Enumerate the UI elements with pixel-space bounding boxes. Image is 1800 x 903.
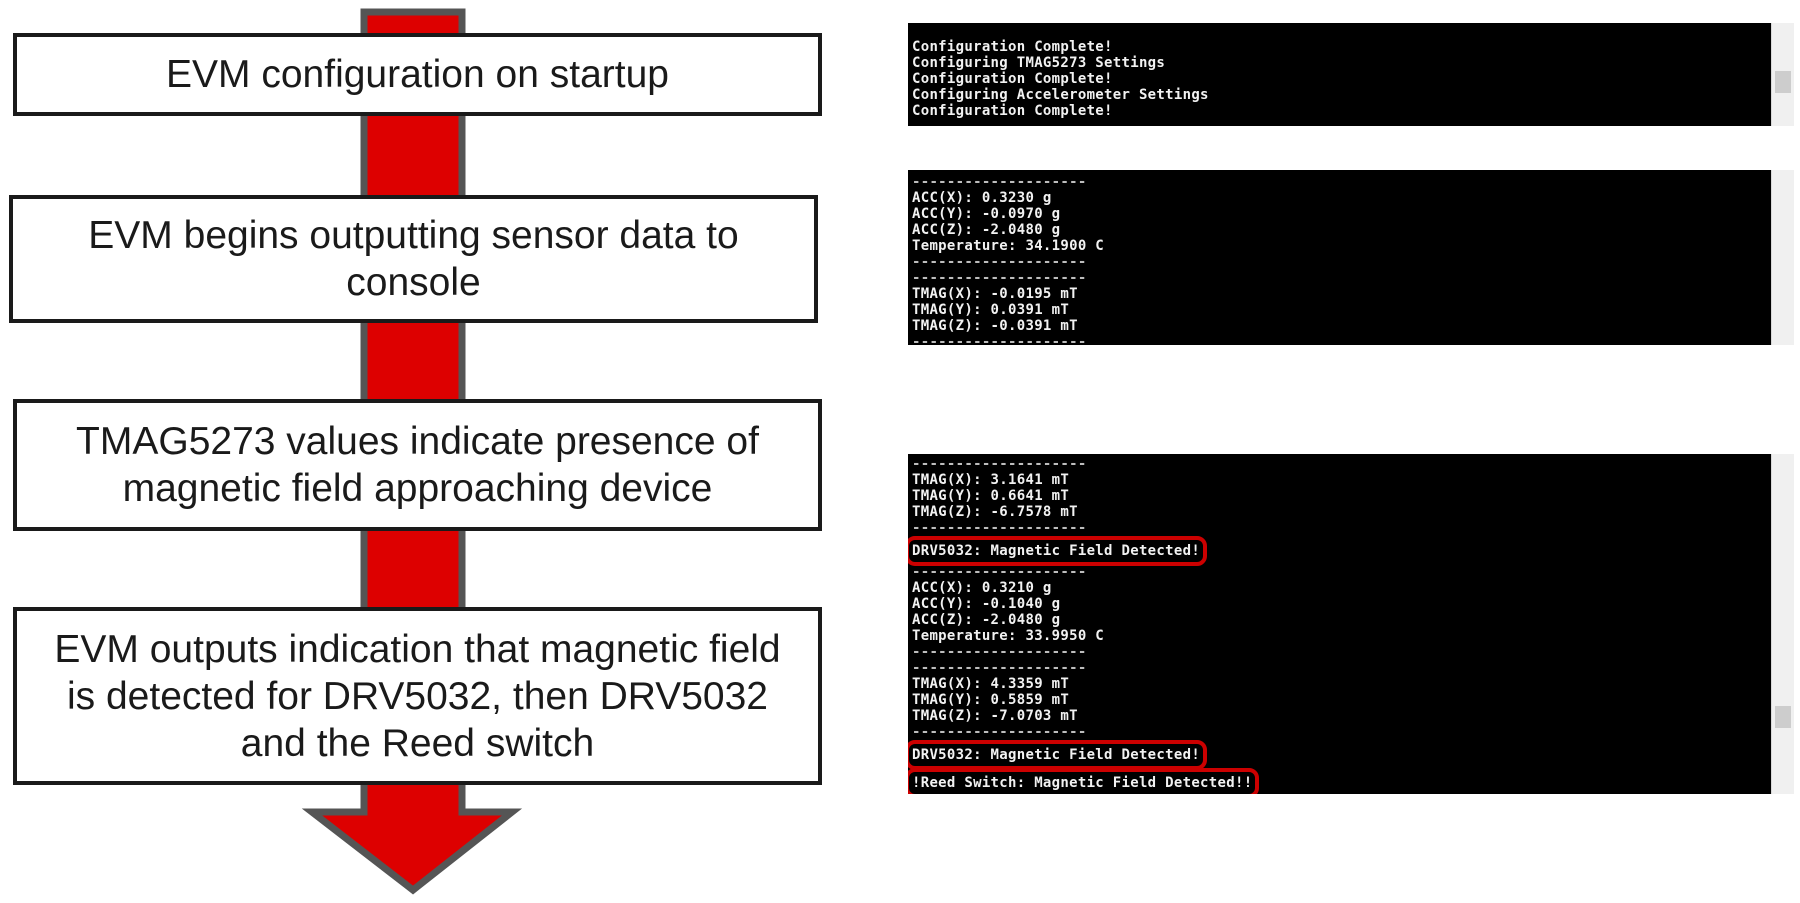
console-line: Configuration Complete! [912,71,1113,87]
console-line: TMAG(Y): 0.0391 mT [912,302,1070,318]
console-window-config: Configuration Complete! Configuring TMAG… [908,23,1794,126]
console-separator: -------------------- [912,660,1087,676]
console-window-sensor-data: -------------------- ACC(X): 0.3230 g AC… [908,170,1794,345]
console-line: TMAG(Z): -0.0391 mT [912,318,1078,334]
console-separator: -------------------- [912,564,1087,580]
console-line: ACC(Z): -2.0480 g [912,612,1061,628]
scrollbar-thumb[interactable] [1775,706,1791,728]
step-box-detection-indication: EVM outputs indication that magnetic fie… [13,607,822,785]
console-line: Configuring TMAG5273 Settings [912,55,1166,71]
console-separator: -------------------- [912,644,1087,660]
console-line: TMAG(Y): 0.6641 mT [912,488,1070,504]
console-line: TMAG(X): -0.0195 mT [912,286,1078,302]
reed-switch-alert-highlight: !Reed Switch: Magnetic Field Detected!! [908,768,1260,794]
console-line: Temperature: 34.1900 C [912,238,1105,254]
console-line: ACC(Y): -0.0970 g [912,206,1061,222]
console-separator: -------------------- [912,174,1087,190]
console-highlight-row: !Reed Switch: Magnetic Field Detected!! [908,768,1794,794]
step-box-output-sensor-data: EVM begins outputting sensor data to con… [9,195,818,323]
console-window-detection: -------------------- TMAG(X): 3.1641 mT … [908,454,1794,794]
step-box-config-startup: EVM configuration on startup [13,33,822,116]
console-line: Temperature: 33.9950 C [912,628,1105,644]
console-line: ACC(X): 0.3210 g [912,580,1052,596]
console-separator: -------------------- [912,254,1087,270]
console-separator: -------------------- [912,334,1087,345]
step-text: EVM outputs indication that magnetic fie… [54,627,781,765]
console-line: TMAG(Y): 0.5859 mT [912,692,1070,708]
console-scrollbar[interactable] [1771,454,1794,794]
console-line: ACC(X): 0.3230 g [912,190,1052,206]
console-scrollbar[interactable] [1771,23,1794,126]
console-highlight-row: DRV5032: Magnetic Field Detected! [908,740,1794,770]
console-line: Configuration Complete! [912,39,1113,55]
console-separator: -------------------- [912,270,1087,286]
console-separator: -------------------- [912,456,1087,472]
console-scrollbar[interactable] [1771,170,1794,345]
console-line: Configuring Accelerometer Settings [912,87,1209,103]
drv5032-alert-highlight: DRV5032: Magnetic Field Detected! [908,740,1208,770]
console-line: TMAG(X): 4.3359 mT [912,676,1070,692]
console-highlight-row: DRV5032: Magnetic Field Detected! [908,536,1794,566]
console-line: TMAG(Z): -6.7578 mT [912,504,1078,520]
console-separator: -------------------- [912,520,1087,536]
step-text: TMAG5273 values indicate presence of mag… [76,420,759,510]
drv5032-alert-highlight: DRV5032: Magnetic Field Detected! [908,536,1208,566]
console-line: Configuration Complete! [912,103,1113,119]
console-line: ACC(Z): -2.0480 g [912,222,1061,238]
console-line: TMAG(X): 3.1641 mT [912,472,1070,488]
step-box-tmag-values: TMAG5273 values indicate presence of mag… [13,399,822,531]
console-line: ACC(Y): -0.1040 g [912,596,1061,612]
scrollbar-thumb[interactable] [1775,71,1791,93]
step-text: EVM begins outputting sensor data to con… [88,214,739,304]
console-line: TMAG(Z): -7.0703 mT [912,708,1078,724]
step-text: EVM configuration on startup [166,53,669,96]
console-separator: -------------------- [912,724,1087,740]
